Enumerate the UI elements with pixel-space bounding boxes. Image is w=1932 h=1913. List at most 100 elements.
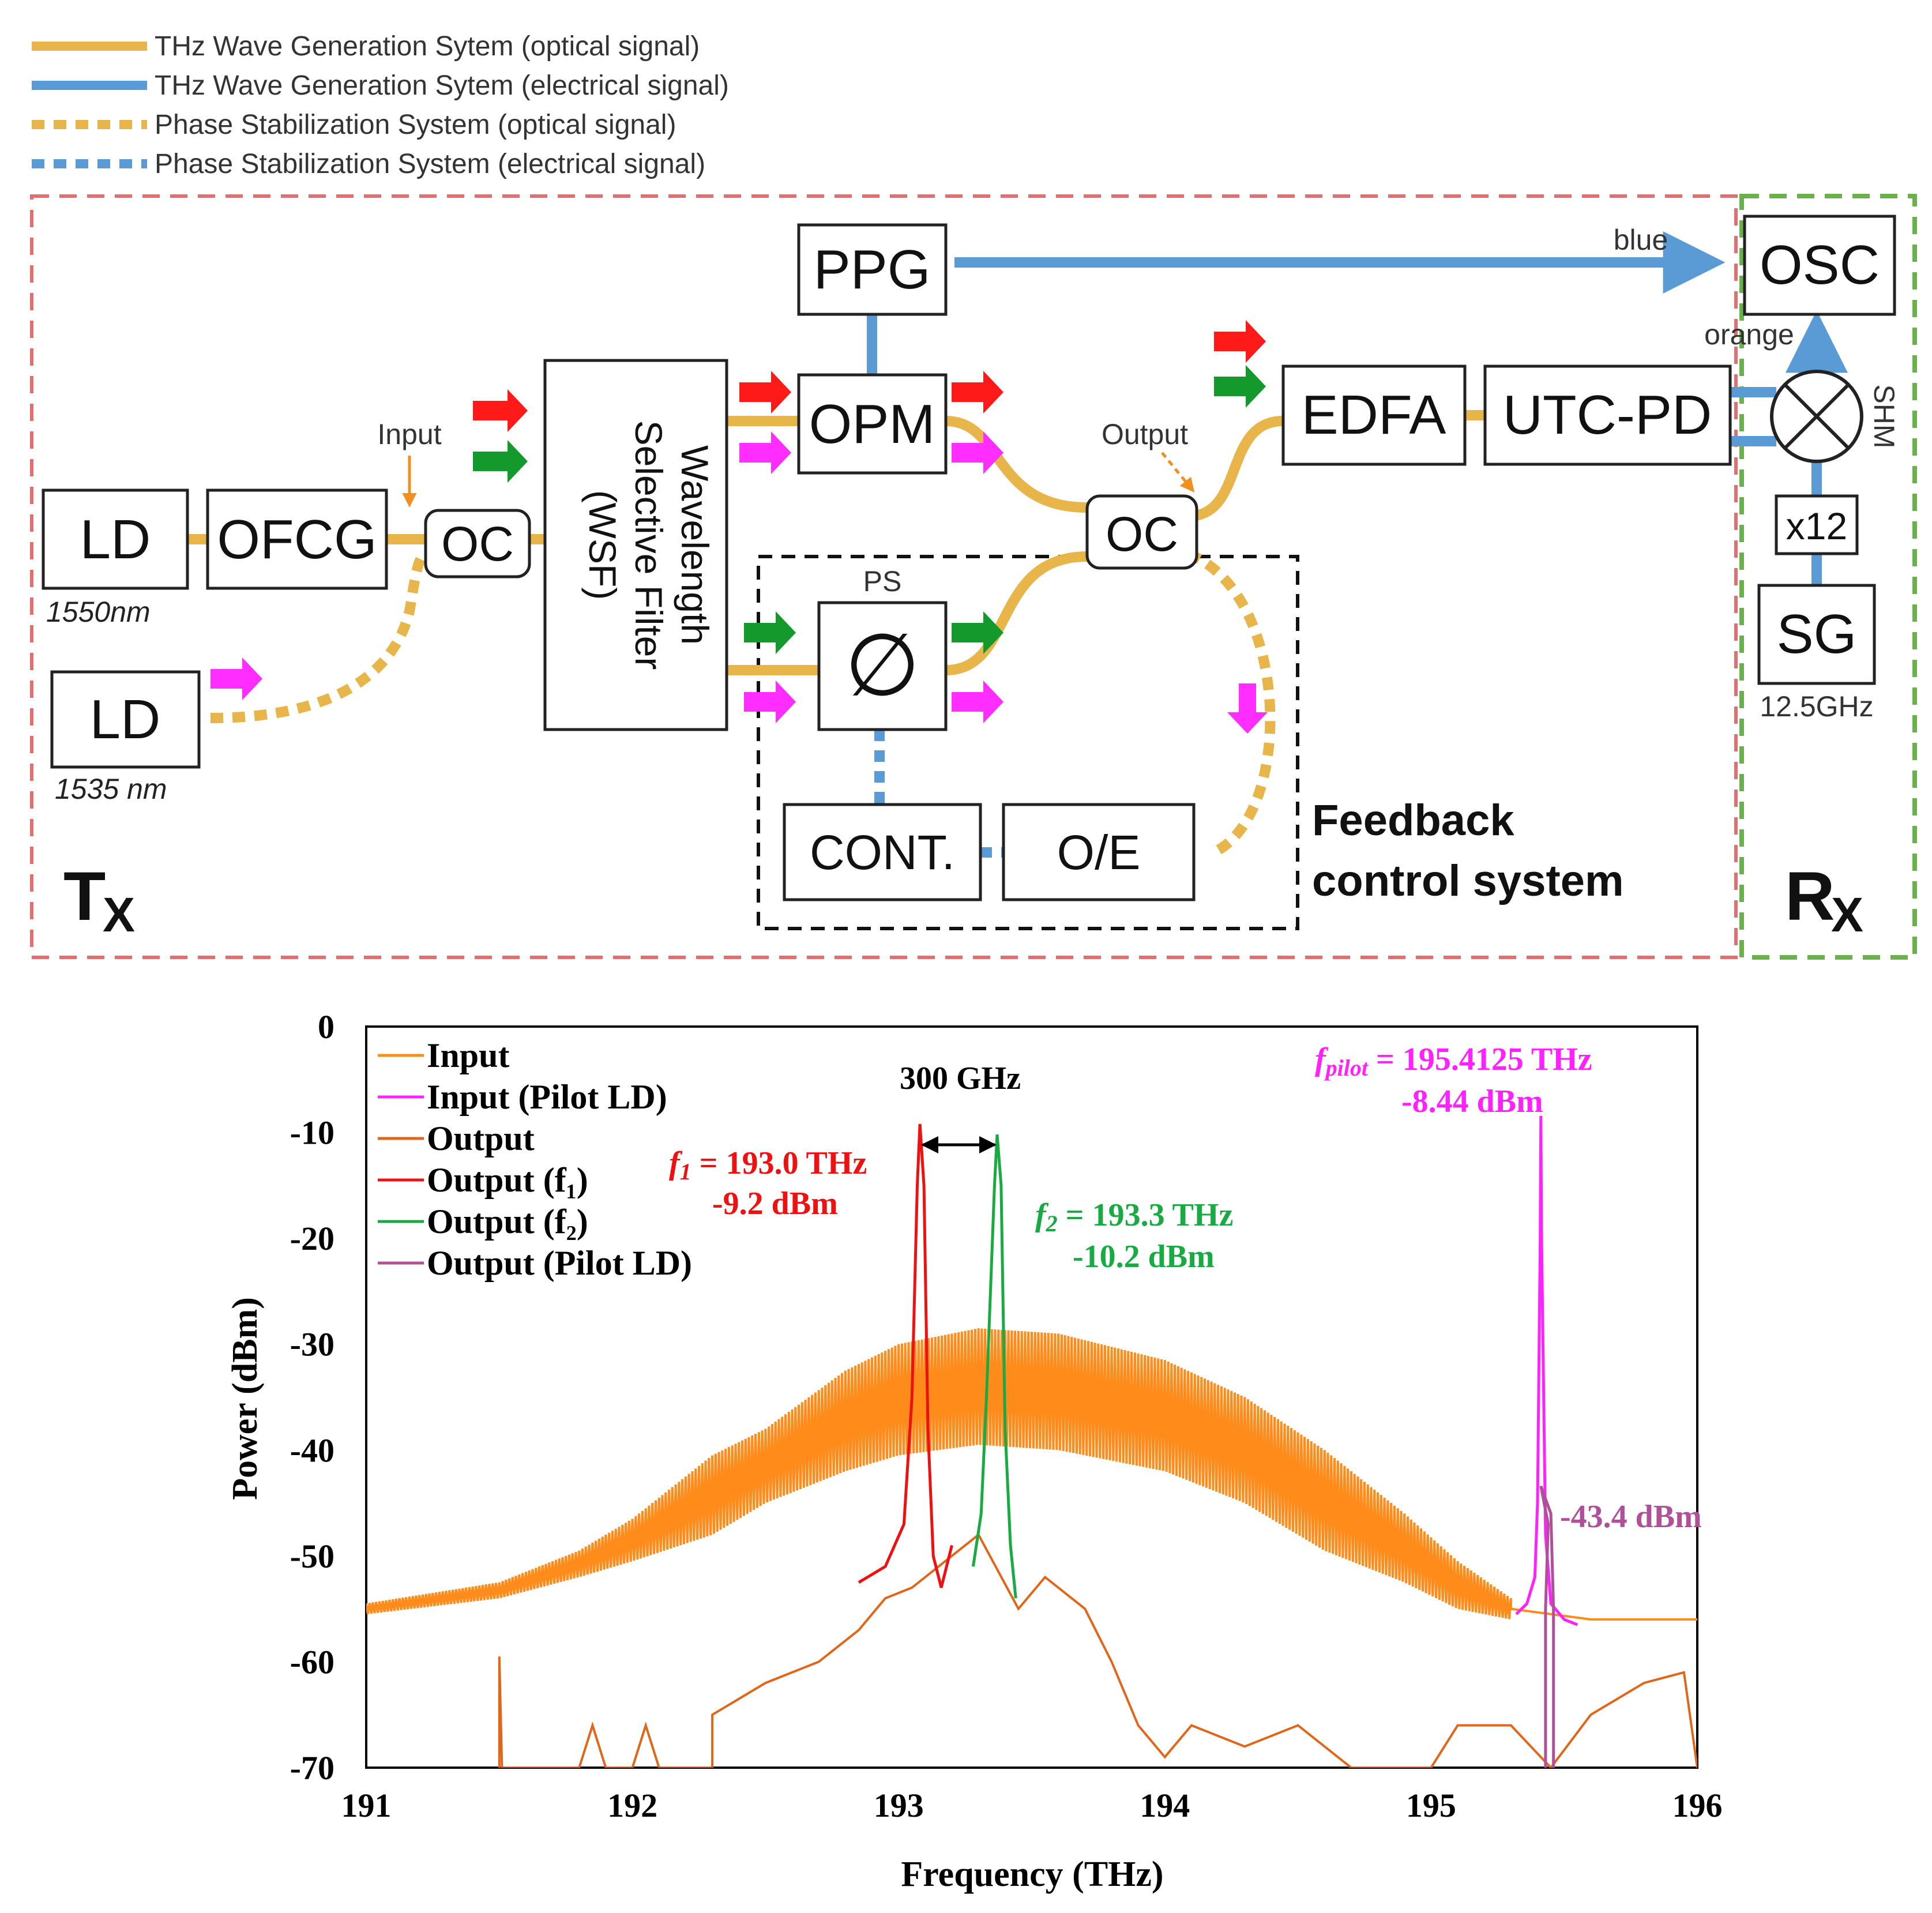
feedback-label-line2: control system	[1312, 856, 1624, 905]
signal-indicator-arrows	[211, 320, 1268, 734]
input-label: Input	[377, 418, 441, 450]
f2-subscript: 2	[1046, 1211, 1058, 1237]
output-oc-label: OC	[1106, 507, 1178, 561]
y-axis-title: Power (dBm)	[225, 1297, 265, 1500]
chart-legend-label: Input	[427, 1036, 509, 1074]
feedback-label-line1: Feedback	[1312, 796, 1514, 845]
legend-optical-label: THz Wave Generation Sytem (optical signa…	[155, 31, 700, 62]
y-tick-label: -60	[290, 1643, 334, 1681]
y-tick-label: -30	[290, 1326, 334, 1363]
arrow-green-ps-out	[952, 611, 1003, 654]
wsf-label-line1: Wavelength	[674, 445, 716, 645]
pilot-annotation: fpilot = 195.4125 THz	[1315, 1042, 1592, 1081]
edfa-label: EDFA	[1302, 384, 1446, 446]
feedback-region-border	[757, 555, 1299, 930]
f2-value: = 193.3 THz	[1058, 1197, 1234, 1233]
ld2-label: LD	[90, 689, 161, 750]
output-pointer	[1161, 452, 1195, 493]
ld-1535-block: LD 1535 nm	[50, 670, 201, 805]
orange-label: orange	[1704, 318, 1794, 351]
y-axis-title-group: Power (dBm)	[225, 1297, 265, 1500]
f2-annotation: f2 = 193.3 THz	[1035, 1197, 1233, 1237]
oe-block: O/E	[1002, 803, 1196, 901]
series-layer	[366, 1115, 1697, 1768]
series-output-pilot-line	[1539, 1485, 1555, 1768]
f1-annotation: f1 = 193.0 THz	[669, 1145, 867, 1185]
utcpd-block: UTC-PD	[1483, 364, 1732, 466]
series-input-pilot-line	[1515, 1115, 1578, 1626]
tx-region-border	[30, 194, 1738, 959]
shm-label: SHM	[1868, 384, 1900, 448]
f2-power-annotation: -10.2 dBm	[1073, 1239, 1215, 1275]
series-output-f1-line	[858, 1123, 953, 1588]
sg-block: SG 12.5GHz	[1757, 584, 1876, 723]
series-output-f2-line	[971, 1134, 1017, 1599]
y-tick-label: -10	[290, 1114, 334, 1152]
sg-frequency: 12.5GHz	[1760, 690, 1873, 723]
edfa-block: EDFA	[1281, 364, 1467, 466]
output-oc-block: OC	[1085, 494, 1198, 570]
arrow-magenta-down-feedback	[1227, 683, 1268, 734]
phase-symbol: ∅	[845, 617, 920, 713]
rx-label-main: R	[1785, 858, 1835, 935]
arrow-green-wsf-out	[744, 611, 796, 654]
x-tick-label: 195	[1406, 1787, 1456, 1824]
pilot-output-power-annotation: -43.4 dBm	[1560, 1499, 1702, 1535]
input-oc-label: OC	[441, 517, 514, 571]
arrow-magenta-wsf-out-2	[744, 681, 796, 723]
arrow-magenta-ps-out	[952, 681, 1003, 723]
ps-label: PS	[863, 565, 902, 597]
x-tick-label: 194	[1140, 1787, 1190, 1824]
osc-block: OSC	[1743, 215, 1896, 316]
y-tick-label: -70	[290, 1749, 334, 1787]
x-tick-label: 191	[341, 1787, 392, 1824]
utcpd-label: UTC-PD	[1503, 384, 1712, 446]
spacing-annotation: 300 GHz	[900, 1061, 1021, 1096]
cont-label: CONT.	[810, 825, 955, 880]
series-output-line	[498, 1533, 1697, 1768]
wsf-label-line2: Selective Filter	[627, 420, 670, 670]
arrow-magenta-opm-out	[952, 431, 1003, 474]
legend-ps-electrical-label: Phase Stabilization System (electrical s…	[155, 149, 705, 179]
x12-block: x12	[1775, 494, 1859, 555]
arrow-red-wsf-out	[739, 371, 791, 414]
y-tick-label: -20	[290, 1220, 334, 1257]
opm-label: OPM	[809, 393, 935, 455]
chart-legend-label: Output (Pilot LD)	[427, 1244, 692, 1282]
y-tick-label: -40	[290, 1431, 334, 1469]
ofcg-label: OFCG	[217, 509, 377, 570]
arrow-magenta-wsf-out	[739, 431, 791, 474]
arrow-red-edfa-in	[1214, 320, 1266, 363]
chart-legend-label: Output	[427, 1119, 535, 1157]
arrow-green-input	[473, 440, 528, 483]
f1-power-annotation: -9.2 dBm	[712, 1186, 838, 1222]
oe-label: O/E	[1057, 825, 1141, 880]
arrow-red-opm-out	[952, 371, 1003, 414]
y-tick-label: 0	[318, 1008, 334, 1046]
x12-label: x12	[1786, 505, 1847, 547]
tx-label-main: T	[63, 858, 106, 935]
input-oc-block: OC	[424, 509, 531, 578]
ps-optical-paths	[210, 548, 1276, 859]
blue-label: blue	[1614, 224, 1668, 256]
ld-1550-block: LD 1550nm	[42, 488, 189, 628]
ppg-block: PPG	[797, 223, 948, 316]
pilot-subscript: pilot	[1324, 1055, 1369, 1081]
shm-mixer: SHM	[1770, 370, 1900, 463]
phase-shifter-block: PS ∅	[817, 565, 948, 731]
f1-value: = 193.0 THz	[691, 1145, 867, 1181]
opm-block: OPM	[797, 373, 948, 475]
ld1-label: LD	[80, 509, 151, 570]
ps-electrical-paths	[874, 730, 1003, 858]
pilot-power-annotation: -8.44 dBm	[1401, 1084, 1543, 1119]
f1-subscript: 1	[680, 1159, 691, 1185]
optical-paths	[187, 410, 1485, 675]
pilot-value: = 195.4125 THz	[1368, 1042, 1592, 1077]
wsf-label-line3: (WSF)	[581, 490, 624, 600]
y-tick-label: -50	[290, 1538, 334, 1575]
y-tick-labels: 0 -10 -20 -30 -40 -50 -60 -70	[290, 1008, 334, 1787]
tx-label-sub: X	[103, 888, 135, 942]
